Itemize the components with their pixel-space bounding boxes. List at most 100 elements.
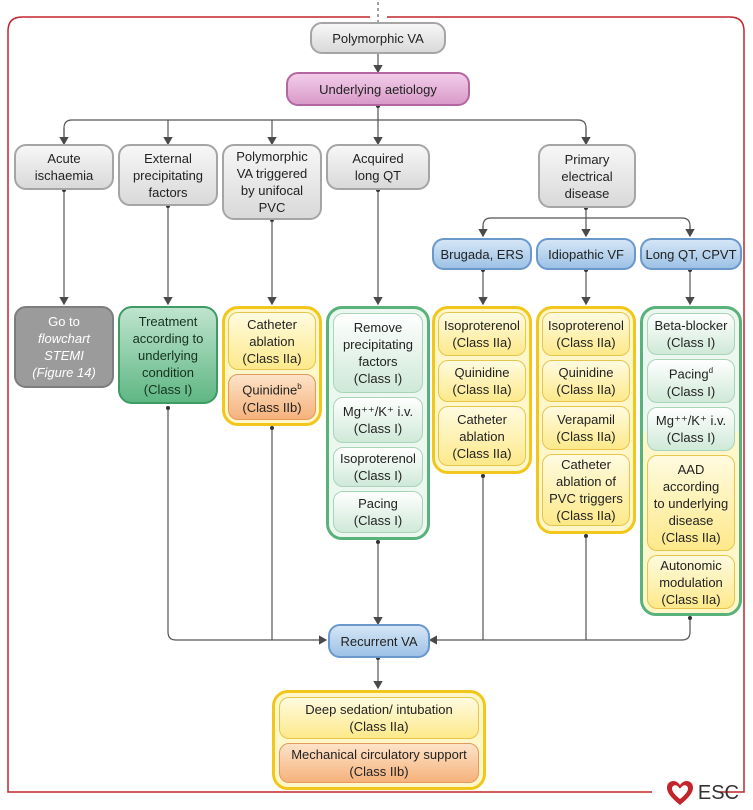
external-factors-node: External precipitating factors [118, 144, 218, 206]
polymorphic-va-label: Polymorphic VA [332, 30, 424, 46]
remove-line: Remove [353, 320, 403, 335]
underlying-aetiology-label: Underlying aetiology [319, 81, 437, 97]
pvc-line: Polymorphic [236, 149, 308, 164]
acquired-long-qt-node: Acquired long QT [326, 144, 430, 190]
longqt-pacing-text: Pacing [668, 366, 709, 382]
treat-line: underlying [138, 347, 198, 363]
beta-blocker-box: Beta-blocker (Class I) [647, 313, 735, 355]
quinidine-footnote: b [297, 382, 302, 392]
brugada-iso-line: Isoproterenol [444, 318, 520, 333]
stemi-line: (Figure 14) [32, 365, 96, 380]
brugada-quinidine-box: Quinidine (Class IIa) [438, 360, 526, 402]
brugada-iso-line: (Class IIa) [452, 335, 512, 350]
acute-line: ischaemia [34, 168, 94, 183]
stemi-line: flowchart [37, 331, 91, 346]
flowchart-stemi-node: Go to flowchart STEMI (Figure 14) [14, 306, 114, 388]
idio-iso-line: Isoproterenol [548, 318, 624, 333]
idiopathic-vf-node: Idiopathic VF [536, 238, 636, 270]
auto-line: Autonomic [660, 557, 722, 573]
pacing-box: Pacing (Class I) [333, 491, 423, 533]
pvc-triggered-node: Polymorphic VA triggered by unifocal PVC [222, 144, 322, 220]
beta-line: (Class I) [666, 335, 716, 350]
idio-iso-line: (Class IIa) [556, 335, 616, 350]
idio-cath-line: Catheter [561, 457, 611, 472]
beta-line: Beta-blocker [654, 318, 728, 333]
aad-line: according [662, 478, 720, 494]
primary-line: disease [564, 185, 610, 201]
catheter-line: Catheter [247, 316, 297, 332]
aad-line: AAD [677, 461, 705, 477]
mg-line: (Class I) [353, 421, 403, 436]
pacing-footnote: d [708, 366, 714, 376]
brugada-iso-box: Isoproterenol (Class IIa) [438, 312, 526, 356]
final-treatment-group: Deep sedation/ intubation (Class IIa) Me… [272, 690, 486, 790]
idio-quinidine-box: Quinidine (Class IIa) [542, 360, 630, 402]
long-qt-cpvt-node: Long QT, CPVT [640, 238, 742, 270]
quinidine-box: Quinidineb (Class IIb) [228, 374, 316, 420]
idio-quin-line: Quinidine [558, 365, 614, 380]
longqt-pacing-class: (Class I) [666, 383, 716, 399]
idio-cath-line: PVC triggers [549, 491, 623, 506]
brugada-label: Brugada, ERS [440, 246, 524, 262]
remove-line: precipitating [342, 337, 414, 352]
idio-vera-line: Verapamil [557, 412, 615, 427]
pvc-treatment-group: Catheter ablation (Class IIa) Quinidineb… [222, 306, 322, 426]
pvc-line: VA triggered [236, 166, 308, 181]
brugada-catheter-box: Catheter ablation (Class IIa) [438, 406, 526, 466]
auto-line: modulation [659, 574, 723, 590]
iso-line: (Class I) [353, 468, 403, 483]
catheter-line: ablation [249, 333, 295, 349]
aad-line: disease [668, 512, 714, 528]
aad-line: to underlying [653, 495, 729, 511]
esc-text: ESC [697, 781, 739, 804]
iso-line: Isoproterenol [340, 451, 416, 466]
external-line: External [144, 150, 192, 166]
idio-cath-line: ablation of [556, 474, 616, 489]
remove-line: factors [358, 354, 398, 369]
sedation-line: (Class IIa) [349, 719, 409, 734]
idio-cath-line: (Class IIa) [556, 508, 616, 523]
stemi-line: STEMI [44, 348, 84, 363]
stemi-line: Go to [48, 314, 80, 329]
idiopathic-treatment-group: Isoproterenol (Class IIa) Quinidine (Cla… [536, 306, 636, 534]
brugada-ers-node: Brugada, ERS [432, 238, 532, 270]
autonomic-box: Autonomic modulation (Class IIa) [647, 555, 735, 609]
mcs-line: (Class IIb) [349, 764, 409, 779]
brugada-treatment-group: Isoproterenol (Class IIa) Quinidine (Cla… [432, 306, 532, 474]
acquired-line: Acquired [352, 151, 404, 166]
longqt-pacing-box: Pacingd (Class I) [647, 359, 735, 403]
acquired-treatment-group: Remove precipitating factors (Class I) M… [326, 306, 430, 540]
treat-line: according to [132, 330, 204, 346]
treat-underlying-node: Treatment according to underlying condit… [118, 306, 218, 404]
quinidine-line: Quinidineb [242, 378, 301, 398]
sedation-line: Deep sedation/ intubation [305, 702, 453, 717]
acute-ischaemia-node: Acute ischaemia [14, 144, 114, 190]
primary-line: Primary [564, 151, 610, 167]
treat-line: Treatment [138, 313, 198, 329]
pacing-line: Pacing [358, 496, 398, 511]
brugada-quin-line: (Class IIa) [452, 382, 512, 397]
isoproterenol-box: Isoproterenol (Class I) [333, 447, 423, 487]
acute-line: Acute [47, 151, 81, 166]
brugada-cath-line: (Class IIa) [452, 445, 512, 461]
longqt-pacing-line: Pacingd [669, 362, 713, 382]
mcs-line: Mechanical circulatory support [291, 747, 467, 762]
pvc-line: PVC [258, 200, 286, 215]
idio-vera-line: (Class IIa) [556, 429, 616, 444]
longqt-mg-box: Mg⁺⁺/K⁺ i.v. (Class I) [647, 407, 735, 451]
acquired-line: long QT [354, 168, 402, 183]
sedation-box: Deep sedation/ intubation (Class IIa) [279, 697, 479, 739]
longqt-mg-line: (Class I) [666, 430, 716, 445]
brugada-cath-line: Catheter [457, 411, 507, 427]
mcs-box: Mechanical circulatory support (Class II… [279, 743, 479, 783]
brugada-quin-line: Quinidine [454, 365, 510, 380]
longqt-mg-line: Mg⁺⁺/K⁺ i.v. [655, 413, 727, 428]
mg-k-box: Mg⁺⁺/K⁺ i.v. (Class I) [333, 397, 423, 443]
idio-verapamil-box: Verapamil (Class IIa) [542, 406, 630, 450]
longqt-treatment-group: Beta-blocker (Class I) Pacingd (Class I)… [640, 306, 742, 616]
idio-iso-box: Isoproterenol (Class IIa) [542, 312, 630, 356]
pacing-line: (Class I) [353, 513, 403, 528]
aad-line: (Class IIa) [661, 529, 721, 545]
underlying-aetiology-node: Underlying aetiology [286, 72, 470, 106]
